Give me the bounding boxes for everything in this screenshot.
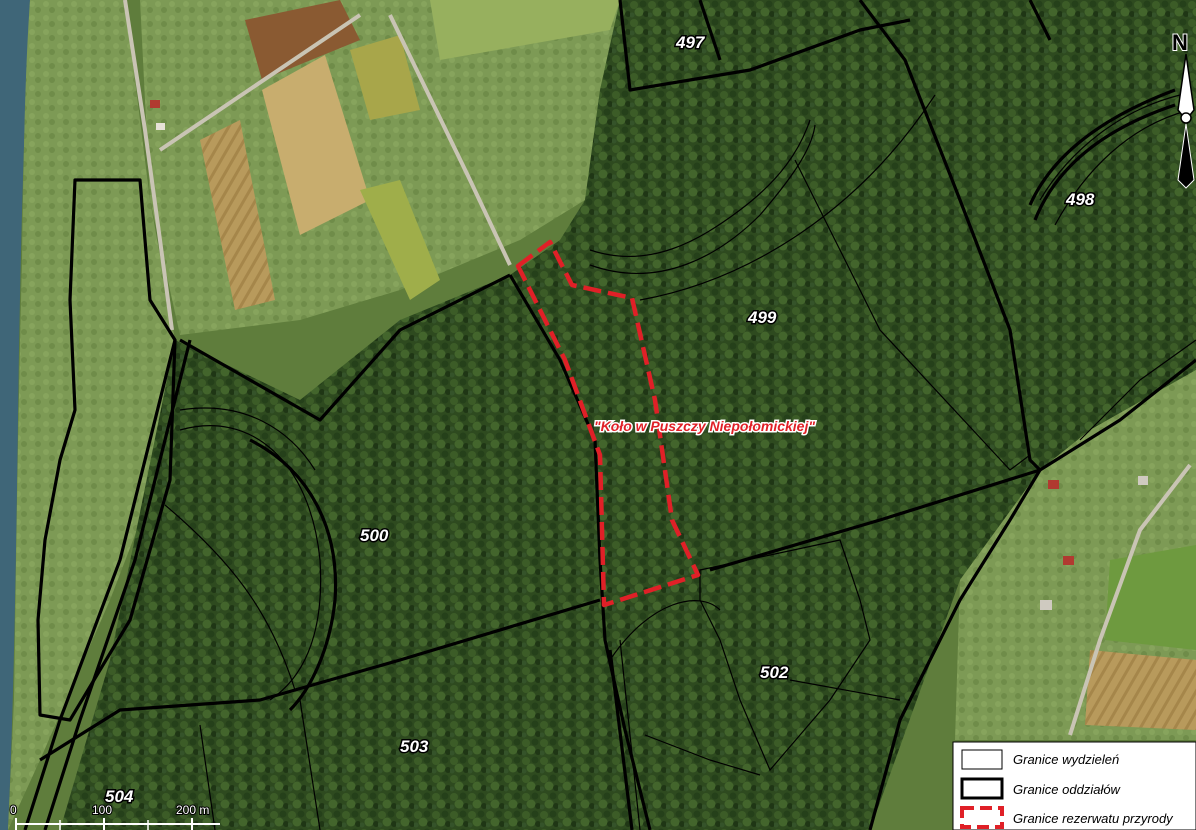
scale-label-0: 0	[10, 803, 17, 817]
road-north	[158, 13, 362, 152]
subdivision-boundaries	[164, 94, 1196, 830]
fields-east	[955, 370, 1196, 740]
building	[156, 123, 165, 130]
compartment-line	[868, 469, 1042, 830]
compartment-line	[43, 339, 192, 830]
subdivision-line	[589, 119, 811, 258]
compartment-line	[23, 339, 177, 830]
subdivision-line	[699, 539, 871, 772]
compartment-label-498: 498	[1065, 190, 1095, 209]
compartment-line	[1028, 0, 1052, 41]
legend-label-subdivision: Granice wydzieleń	[1013, 752, 1119, 767]
compartment-line	[858, 0, 1042, 472]
building	[1063, 556, 1074, 565]
reserve-label: "Koło w Puszczy Niepołomickiej"	[594, 418, 815, 434]
compartment-line	[1033, 103, 1176, 221]
compartment-label-503: 503	[400, 737, 429, 756]
compartment-line	[508, 274, 652, 830]
compartment-line	[249, 438, 338, 712]
compartment-label-500: 500	[360, 526, 389, 545]
building	[1048, 480, 1059, 489]
meadow	[8, 0, 175, 830]
legend-label-compartment: Granice oddziałów	[1013, 782, 1122, 797]
river	[0, 0, 30, 830]
legend-swatch-reserve	[960, 806, 1004, 829]
subdivision-line	[1079, 339, 1196, 441]
compartment-line	[36, 178, 177, 722]
subdivision-line	[164, 504, 296, 691]
subdivision-line	[199, 724, 216, 830]
forest	[60, 0, 1196, 830]
subdivision-line	[609, 600, 721, 661]
scale-bar: 0 100 200 m	[9, 802, 220, 830]
compartment-line	[1039, 358, 1196, 472]
crop-strip-2	[262, 55, 370, 235]
north-arrow-bottom-icon	[1177, 123, 1195, 189]
compartment-label-504: 504	[105, 787, 134, 806]
building	[1138, 476, 1148, 485]
subdivision-line	[1054, 109, 1191, 226]
scale-label-100: 100	[92, 803, 112, 817]
subdivision-line	[639, 94, 936, 301]
north-arrow: N	[1171, 29, 1195, 189]
legend-swatch-subdivision	[961, 749, 1003, 770]
road-west	[123, 0, 174, 331]
legend: Granice wydzieleń Granice oddziałów Gran…	[952, 741, 1196, 830]
compartment-line	[1028, 88, 1176, 206]
compartment-label-499: 499	[747, 308, 777, 327]
north-letter: N	[1172, 30, 1188, 55]
subdivision-line	[644, 734, 761, 776]
reserve-boundary[interactable]	[515, 239, 701, 608]
subdivision-line	[789, 679, 901, 701]
compartment-boundaries	[23, 0, 1196, 830]
subdivision-line	[794, 159, 1031, 471]
crop-strip-6	[430, 0, 620, 60]
legend-swatch-compartment	[960, 777, 1004, 800]
subdivision-line	[1039, 94, 1181, 201]
compartment-line	[608, 649, 634, 830]
meadow-east	[1105, 545, 1196, 650]
building	[150, 100, 160, 108]
compartment-line	[618, 0, 911, 92]
compartment-label-497: 497	[675, 33, 706, 52]
crop-strip-5	[360, 180, 440, 300]
crop-strip-1	[200, 120, 275, 310]
subdivision-line	[179, 425, 322, 701]
road-east	[1068, 463, 1192, 736]
subdivision-line	[179, 407, 316, 471]
compartment-line	[179, 273, 511, 422]
compartment-label-502: 502	[760, 663, 789, 682]
compartment-line	[698, 0, 722, 61]
building	[1040, 600, 1052, 610]
crop-strip-3	[245, 0, 360, 80]
scale-label-200: 200 m	[176, 803, 209, 817]
subdivision-line	[589, 124, 816, 274]
legend-label-reserve: Granice rezerwatu przyrody	[1013, 811, 1174, 826]
crop-east	[1085, 650, 1196, 730]
subdivision-line	[299, 699, 321, 830]
road-field	[388, 14, 512, 266]
north-arrow-center-icon	[1180, 112, 1192, 124]
compartment-line	[709, 468, 1041, 572]
crop-strip-4	[350, 35, 420, 120]
compartment-line	[39, 598, 601, 762]
subdivision-line	[619, 639, 641, 830]
